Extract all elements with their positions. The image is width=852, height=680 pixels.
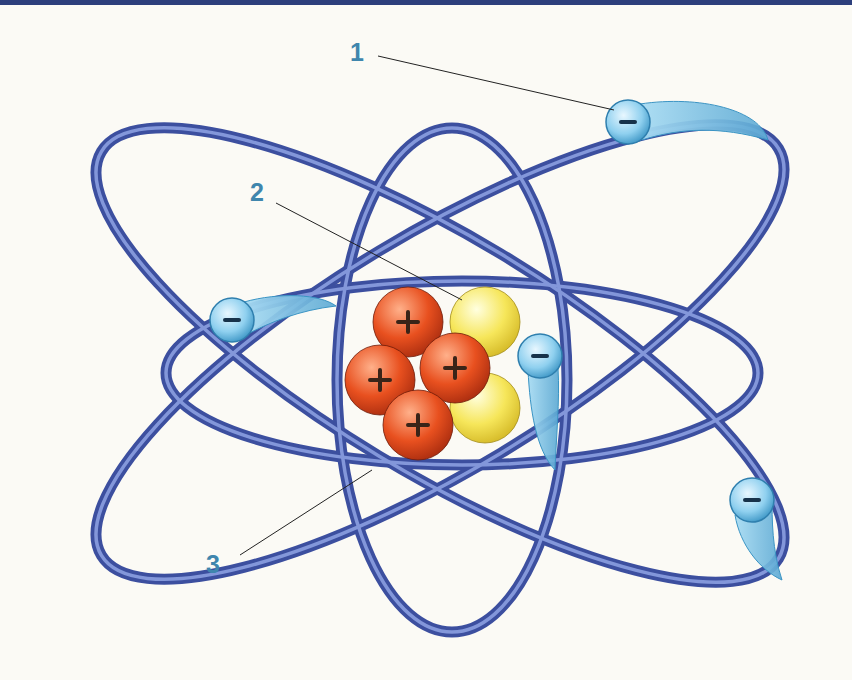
minus-signs	[225, 122, 759, 500]
leader-lines	[240, 56, 614, 555]
callout-number: 1	[350, 40, 364, 65]
callout-number: 2	[250, 180, 264, 205]
callout-number: 3	[206, 552, 220, 577]
plus-signs	[370, 312, 465, 435]
electrons	[210, 100, 782, 580]
top-rule	[0, 0, 852, 5]
nucleus	[345, 287, 520, 460]
orbits	[41, 47, 840, 659]
